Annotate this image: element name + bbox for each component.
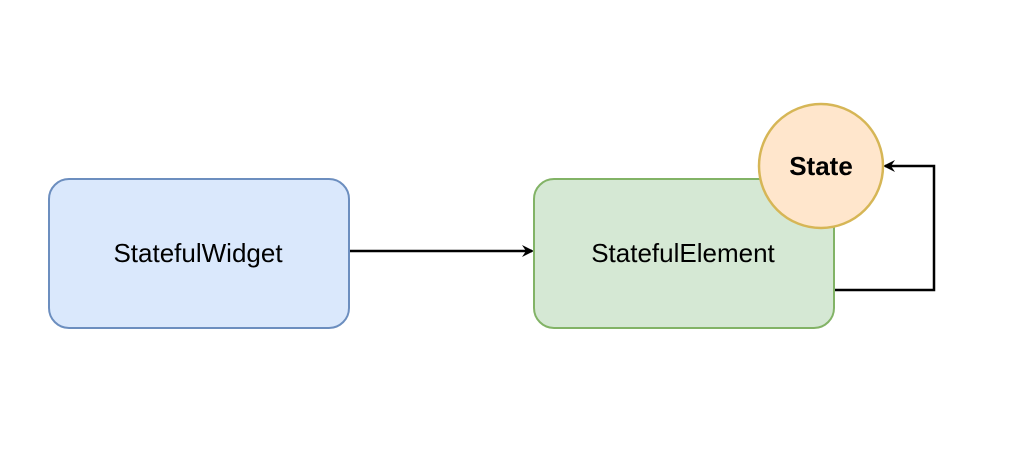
stateful-widget-node: StatefulWidget (48, 178, 350, 329)
stateful-element-label: StatefulElement (591, 238, 775, 268)
state-circle (757, 102, 885, 230)
edge-element-to-state-line (835, 160, 936, 292)
state-node: State (757, 102, 885, 230)
state-label: State (789, 151, 853, 181)
stateful-widget-label: StatefulWidget (113, 238, 283, 268)
stateful-element-node: StatefulElement (533, 178, 835, 329)
stateful-element-box (533, 178, 835, 329)
edge-element-to-state (835, 160, 936, 292)
stateful-widget-box (48, 178, 350, 329)
